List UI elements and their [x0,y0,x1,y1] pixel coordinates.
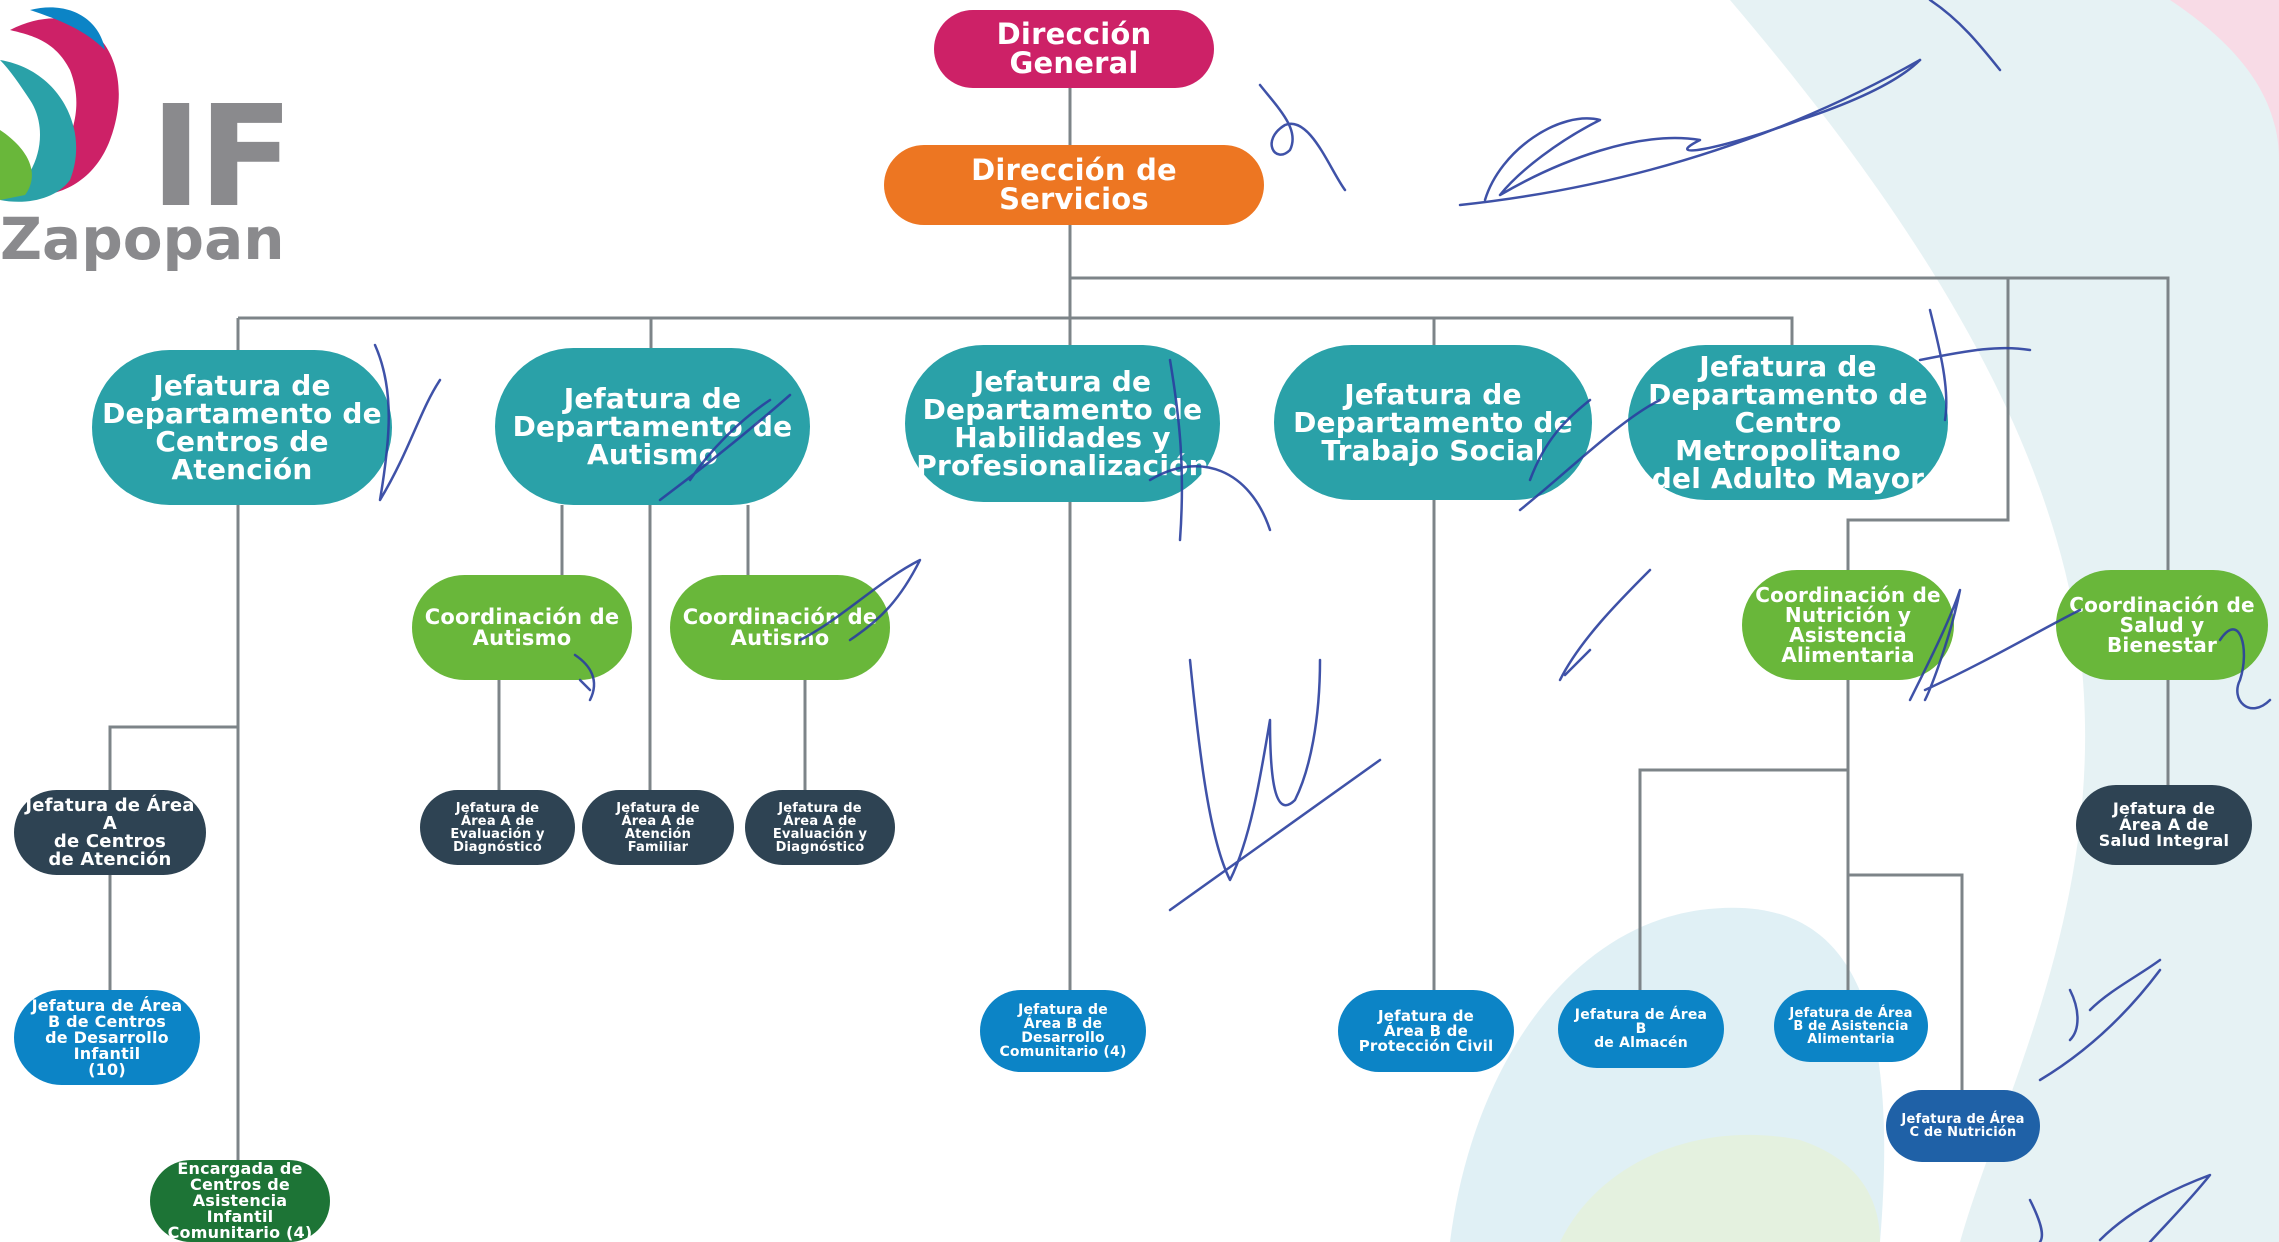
node-jefatura-autismo: Jefatura de Departamento de Autismo [495,348,810,505]
node-encargada-caic: Encargada de Centros de Asistencia Infan… [150,1160,330,1242]
node-coord-autismo-1: Coordinación de Autismo [412,575,632,680]
node-area-b-desarrollo-comunitario: Jefatura de Área B de Desarrollo Comunit… [980,990,1146,1072]
node-direccion-servicios: Dirección de Servicios [884,145,1264,225]
node-coord-nutricion: Coordinación de Nutrición y Asistencia A… [1742,570,1954,680]
node-area-a-atencion-familiar: Jefatura de Área A de Atención Familiar [582,790,734,865]
node-area-c-nutricion: Jefatura de Área C de Nutrición [1886,1090,2040,1162]
logo-swirl-icon [0,7,119,202]
dif-zapopan-logo: IF Zapopan [0,0,294,290]
node-area-b-asistencia-alimentaria: Jefatura de Área B de Asistencia Aliment… [1774,990,1928,1062]
node-coord-autismo-2: Coordinación de Autismo [670,575,890,680]
node-jefatura-habilidades: Jefatura de Departamento de Habilidades … [905,345,1220,502]
node-coord-salud: Coordinación de Salud y Bienestar [2056,570,2268,680]
node-area-b-proteccion-civil: Jefatura de Área B de Protección Civil [1338,990,1514,1072]
node-jefatura-adulto-mayor: Jefatura de Departamento de Centro Metro… [1628,345,1948,500]
logo-city-text: Zapopan [0,205,285,273]
node-area-a-centros-atencion: Jefatura de Área A de Centros de Atenció… [14,790,206,875]
node-direccion-general: Dirección General [934,10,1214,88]
logo-if-text: IF [150,76,294,239]
node-area-a-evaluacion-1: Jefatura de Área A de Evaluación y Diagn… [420,790,575,865]
node-area-a-evaluacion-2: Jefatura de Área A de Evaluación y Diagn… [745,790,895,865]
node-jefatura-trabajo-social: Jefatura de Departamento de Trabajo Soci… [1274,345,1592,500]
node-jefatura-centros-atencion: Jefatura de Departamento de Centros de A… [92,350,392,505]
node-area-b-almacen: Jefatura de Área B de Almacén [1558,990,1724,1068]
node-area-b-desarrollo-infantil: Jefatura de Área B de Centros de Desarro… [14,990,200,1085]
node-area-a-salud-integral: Jefatura de Área A de Salud Integral [2076,785,2252,865]
